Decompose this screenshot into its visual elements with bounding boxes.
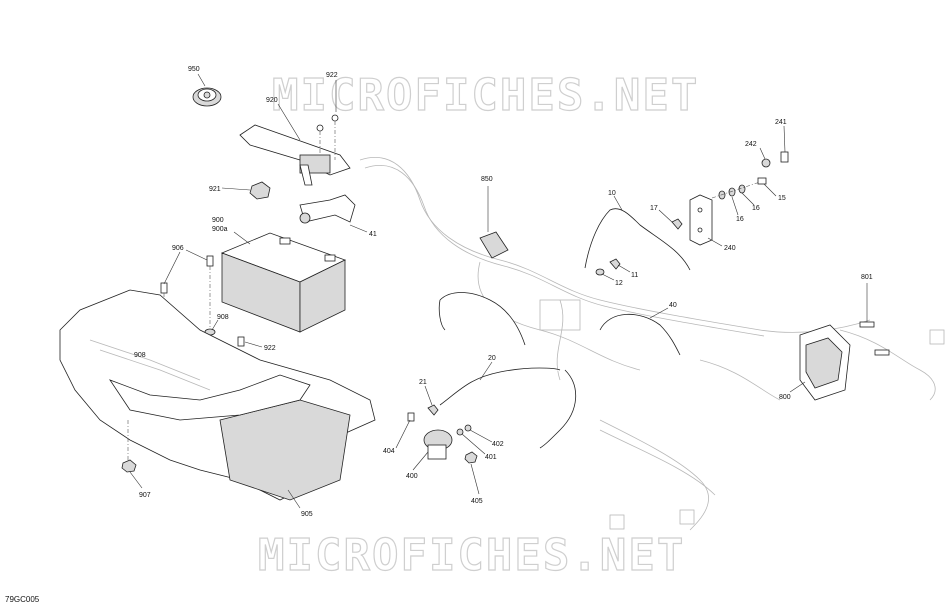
callout-16-left: 16 — [736, 216, 744, 223]
callout-15: 15 — [778, 195, 786, 202]
washer-12-part — [595, 268, 605, 276]
connector-850-part — [479, 231, 509, 259]
callout-40: 40 — [669, 302, 677, 309]
callout-906: 906 — [172, 245, 184, 252]
callout-12: 12 — [615, 280, 623, 287]
callout-850: 850 — [481, 176, 493, 183]
solenoid-400-part — [423, 424, 472, 460]
screw-404-part — [407, 412, 415, 422]
nut-907-part — [121, 459, 137, 473]
callout-241: 241 — [775, 119, 787, 126]
screw-922-part — [237, 336, 245, 347]
callout-405: 405 — [471, 498, 483, 505]
bolt-21-part — [427, 404, 439, 416]
module-800-part — [799, 324, 851, 401]
callout-900: 900 — [212, 217, 224, 224]
cable-40-part — [438, 292, 681, 356]
figure-code: 79GC005 — [5, 595, 40, 604]
callout-920: 920 — [266, 97, 278, 104]
wiring-harness — [359, 157, 945, 531]
callout-908-left: 908 — [134, 352, 146, 359]
callout-900a: 900a — [212, 226, 228, 233]
cable-20-part — [439, 367, 577, 449]
callout-404: 404 — [383, 448, 395, 455]
nut-17-part — [671, 218, 683, 230]
callout-800: 800 — [779, 394, 791, 401]
callout-922-bottom: 922 — [264, 345, 276, 352]
callout-11: 11 — [631, 272, 638, 279]
callout-921: 921 — [209, 186, 221, 193]
callout-907: 907 — [139, 492, 151, 499]
callout-10: 10 — [608, 190, 616, 197]
nut-405-part — [464, 451, 478, 464]
callout-41: 41 — [369, 231, 377, 238]
callout-905: 905 — [301, 511, 313, 518]
bolt-241-part — [780, 151, 789, 163]
cable-10-part — [584, 208, 691, 271]
callout-20: 20 — [488, 355, 496, 362]
callout-801: 801 — [861, 274, 873, 281]
callout-908-right: 908 — [217, 314, 229, 321]
callout-400: 400 — [406, 473, 418, 480]
battery-cable-41-part — [299, 194, 356, 224]
callout-922-top: 922 — [326, 72, 338, 79]
battery-tray-part — [59, 289, 376, 501]
callout-401: 401 — [485, 454, 497, 461]
washers-16-part — [718, 184, 746, 200]
bolt-801-part — [859, 321, 890, 356]
callout-242: 242 — [745, 141, 757, 148]
accessory-socket-part — [192, 87, 222, 107]
bracket-240-part — [689, 194, 713, 246]
watermark-top: MICROFICHES.NET — [272, 70, 699, 121]
nut-11-part — [609, 258, 621, 270]
callout-17: 17 — [650, 205, 658, 212]
nut-921-part — [249, 181, 271, 200]
bolt-15-part — [757, 177, 767, 185]
watermark-bottom: MICROFICHES.NET — [258, 530, 685, 581]
callout-240: 240 — [724, 245, 736, 252]
battery-bracket-part — [239, 114, 351, 186]
callout-21: 21 — [419, 379, 427, 386]
washer-242-part — [761, 158, 771, 168]
callout-950: 950 — [188, 66, 200, 73]
callout-16-right: 16 — [752, 205, 760, 212]
callout-402: 402 — [492, 441, 504, 448]
battery-part — [220, 232, 347, 333]
